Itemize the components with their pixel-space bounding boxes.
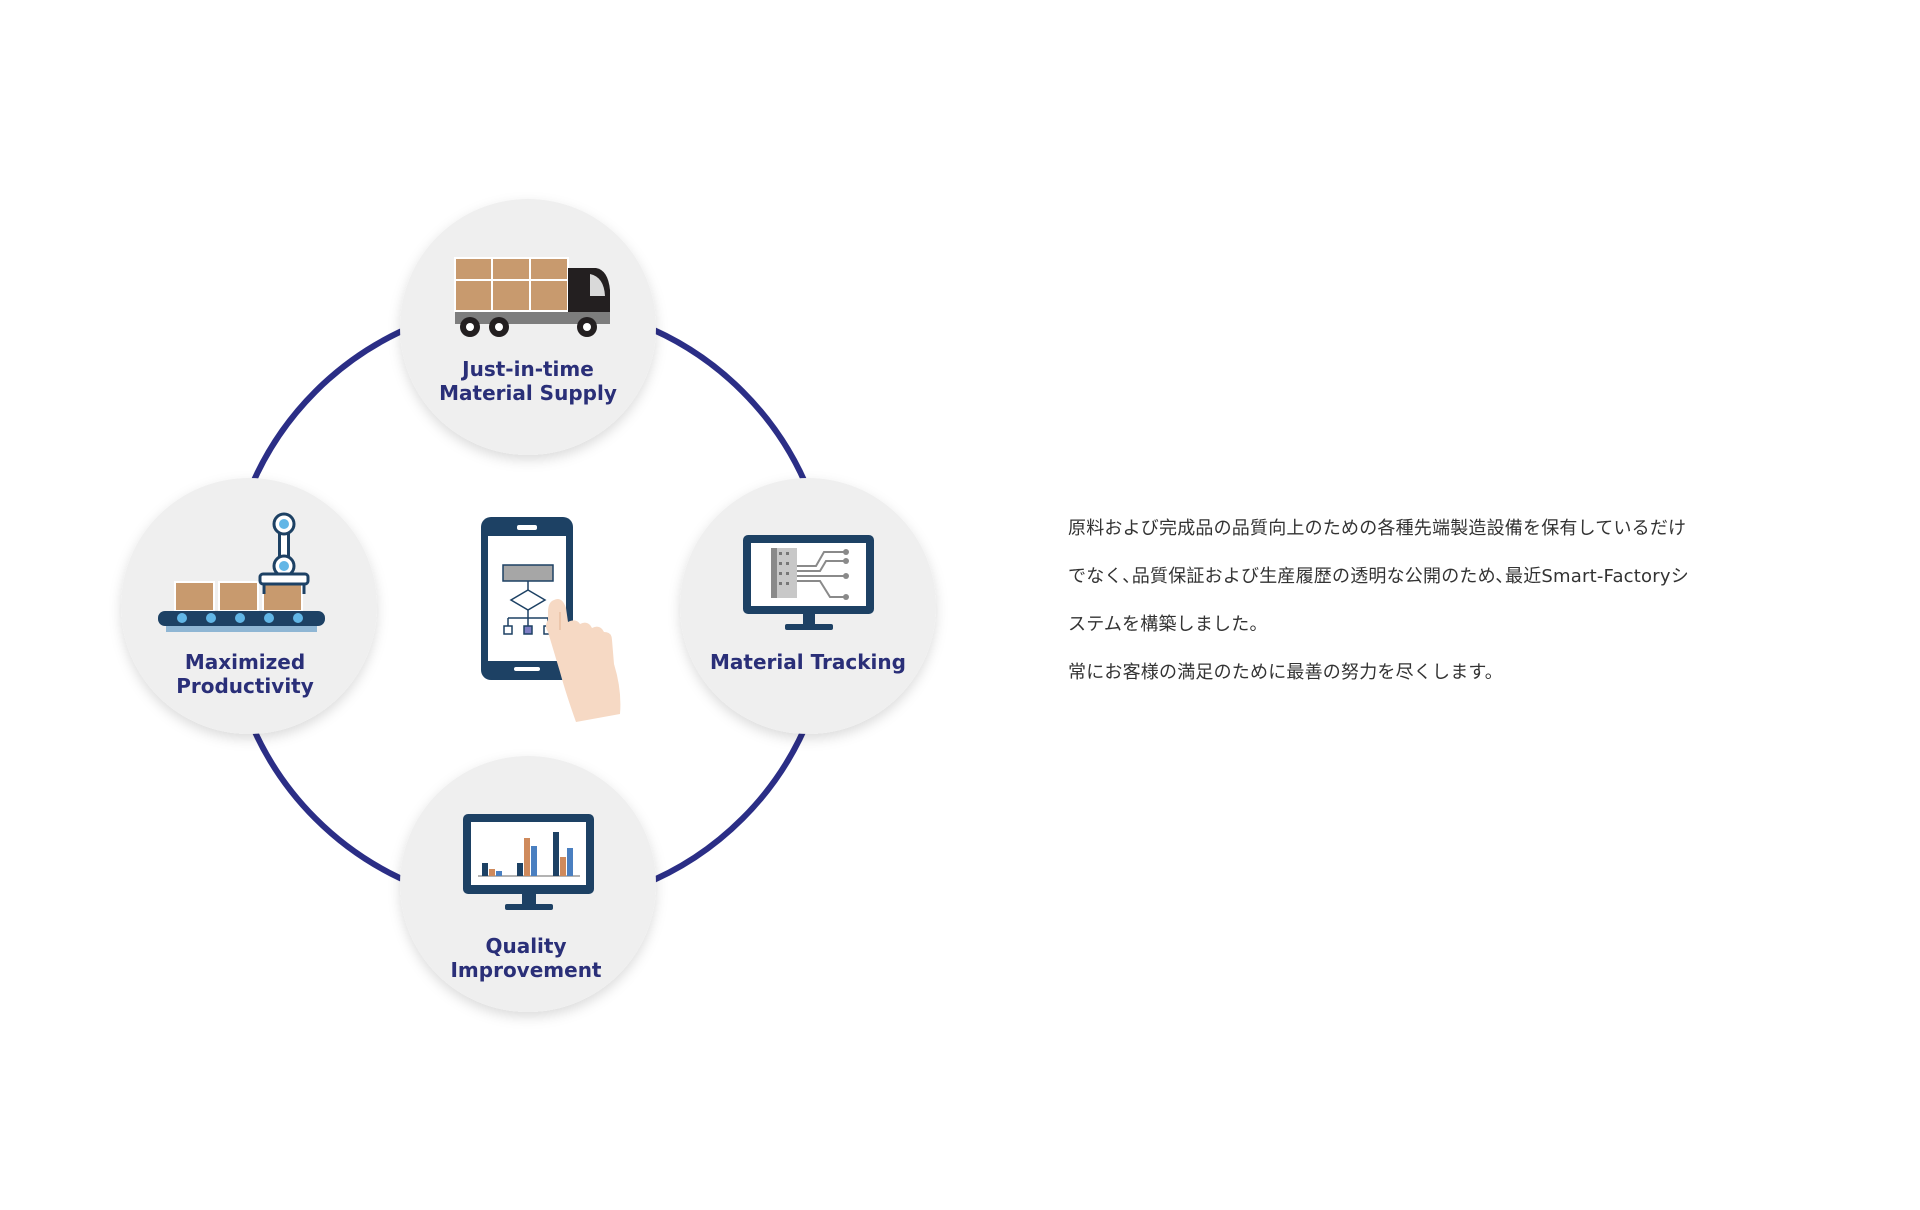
node-label-line-1: Maximized — [185, 650, 305, 674]
node-label-line-2: Productivity — [176, 674, 314, 698]
description-line-1: 原料および完成品の品質向上のための各種先端製造設備を保有しているだけ — [1068, 518, 1687, 539]
node-just-in-time-material-supply: Just-in-time Material Supply — [400, 199, 656, 455]
description-text: 原料および完成品の品質向上のための各種先端製造設備を保有しているだけ でなく､品… — [1068, 505, 1768, 697]
node-maximized-productivity: Maximized Productivity — [121, 478, 377, 734]
node-material-tracking: Material Tracking — [680, 478, 936, 734]
node-label-line-2: Improvement — [450, 958, 601, 982]
node-label-line-2: Material Supply — [439, 381, 617, 405]
robot-arm-conveyor-icon — [158, 512, 325, 632]
node-quality-improvement: Quality Improvement — [400, 756, 656, 1012]
monitor-circuit-icon — [743, 535, 874, 630]
monitor-bar-chart-icon — [463, 814, 594, 910]
description-line-4: 常にお客様の満足のために最善の努力を尽くします。 — [1068, 662, 1503, 683]
node-circle — [400, 199, 656, 455]
node-label-line-1: Quality — [485, 934, 566, 958]
description-line-2: でなく､品質保証および生産履歴の透明な公開のため､最近Smart-Factory… — [1068, 566, 1689, 587]
node-label-line-1: Just-in-time — [460, 357, 594, 381]
node-label-line-1: Material Tracking — [710, 650, 906, 674]
truck-icon — [454, 257, 610, 337]
description-line-3: ステムを構築しました。 — [1068, 614, 1268, 635]
smartphone-flowchart-tap-icon — [481, 517, 621, 722]
